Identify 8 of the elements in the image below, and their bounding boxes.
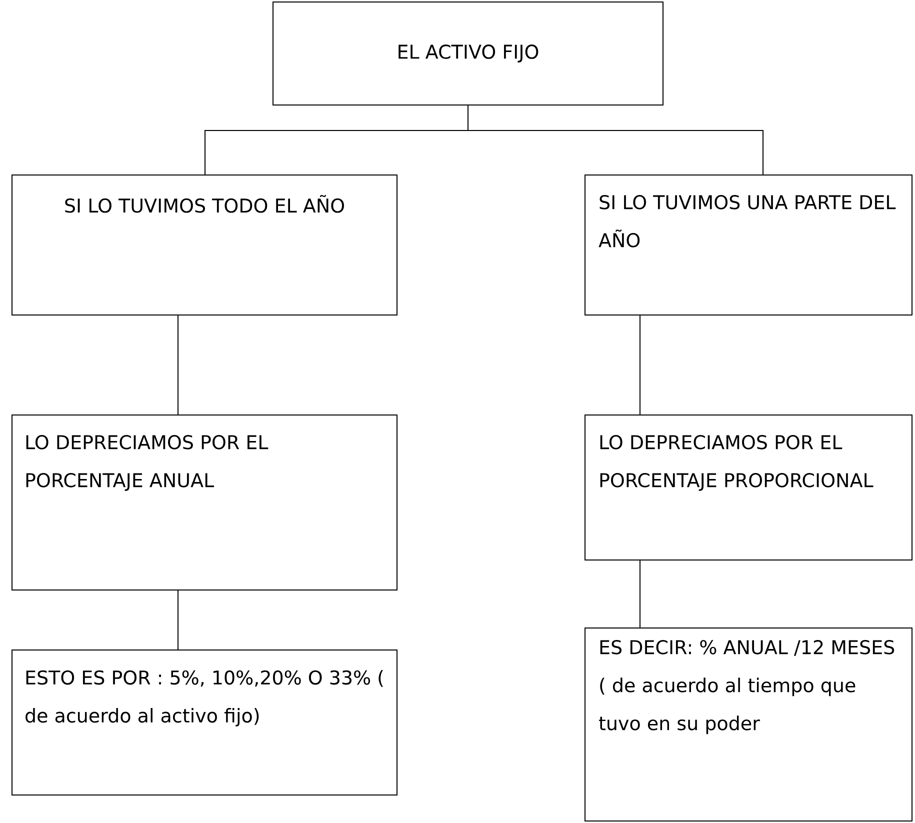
text-box: EL ACTIVO FIJO xyxy=(272,2,664,106)
text-box: ESTO ES POR : 5%, 10%,20% O 33% ( de acuerdo al activo fijo) xyxy=(12,650,398,796)
text-box: LO DEPRECIAMOS POR EL PORCENTAJE ANUAL xyxy=(12,414,398,590)
text-box: LO DEPRECIAMOS POR EL PORCENTAJE PROPORCIONAL xyxy=(584,414,912,560)
connector-line xyxy=(468,105,764,175)
text-box: SI LO TUVIMOS UNA PARTE DEL AÑO xyxy=(584,174,912,316)
text-box: ES DECIR: % ANUAL /12 MESES ( de acuerdo al tiempo que tuvo en su poder xyxy=(584,628,912,822)
text-box: SI LO TUVIMOS TODO EL AÑO xyxy=(12,174,398,316)
